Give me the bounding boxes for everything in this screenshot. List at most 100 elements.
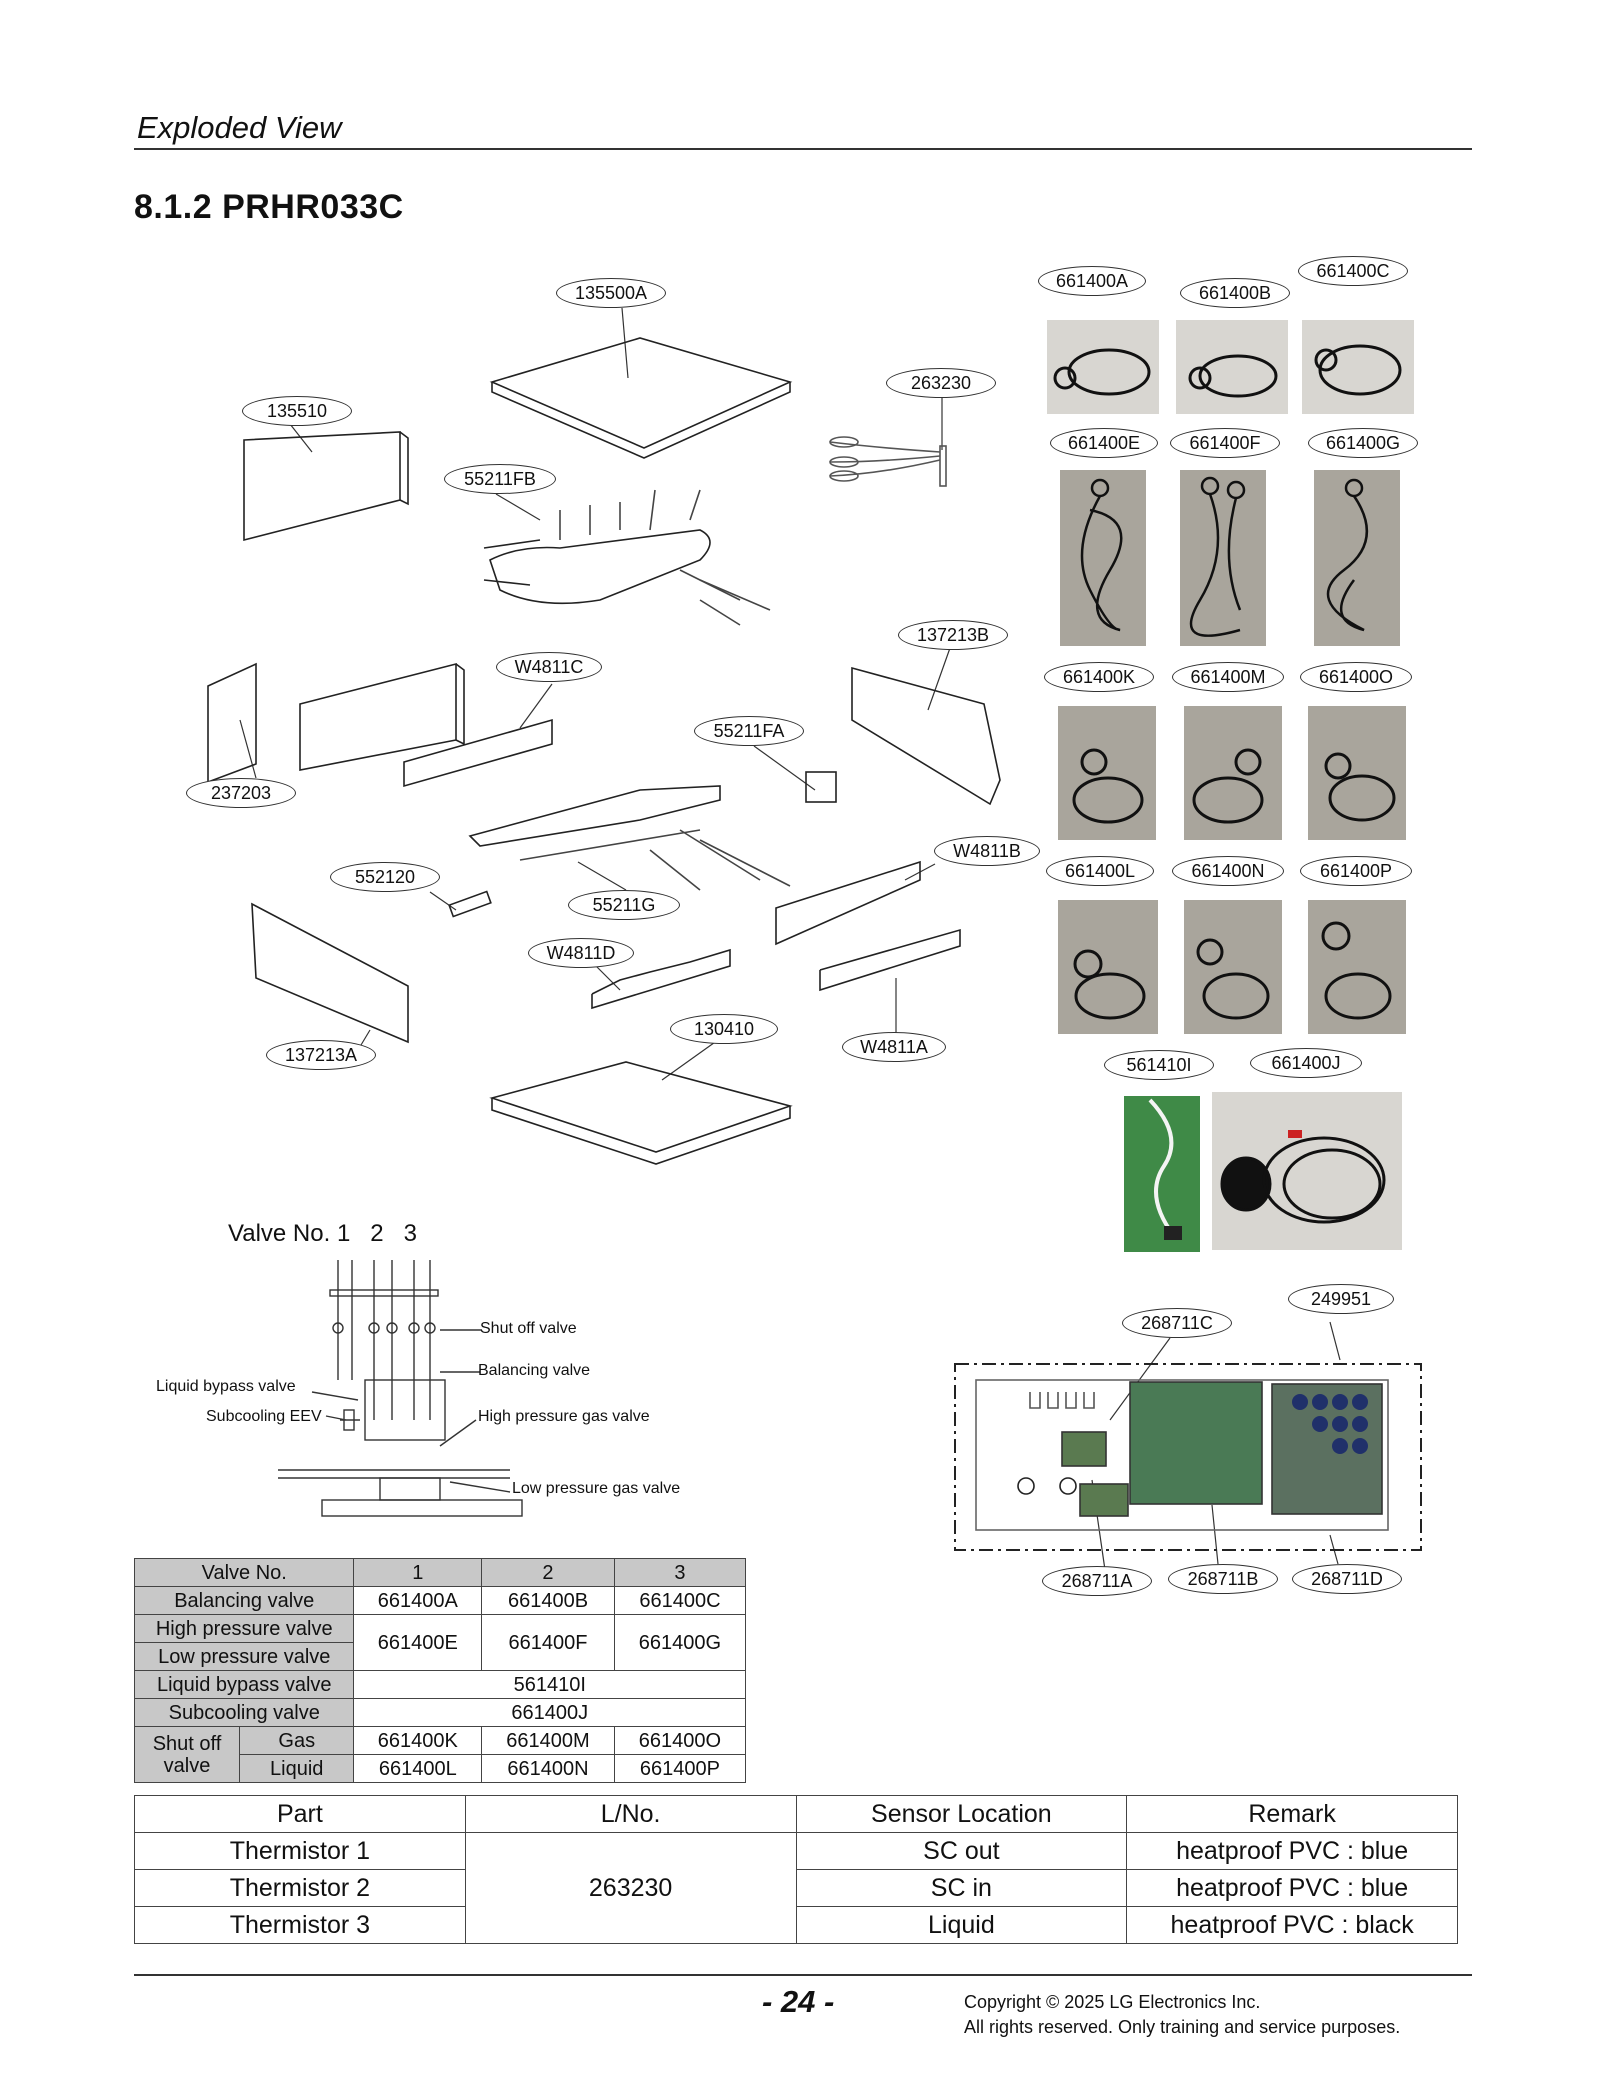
part-label-661400j: 661400J [1250,1048,1362,1078]
thermistor-sensor-table: Part L/No. Sensor Location Remark Thermi… [134,1795,1458,1944]
part-label-661400p: 661400P [1300,856,1412,886]
liquid-bypass-valve-label: Liquid bypass valve [156,1378,296,1395]
part-label-w4811a: W4811A [842,1032,946,1062]
part-label-55211fa: 55211FA [694,716,804,746]
part-label-137213b: 137213B [898,620,1008,650]
part-label-661400f: 661400F [1170,428,1280,458]
part-label-268711a: 268711A [1042,1566,1152,1596]
subcooling-eev-label: Subcooling EEV [206,1408,322,1425]
part-label-55211fb: 55211FB [444,464,556,494]
table-cell: 661400J [353,1698,746,1727]
table-cell: 661400G [613,1614,747,1671]
table-cell: SC in [795,1869,1128,1907]
table-cell: heatproof PVC : blue [1126,1869,1458,1907]
part-label-249951: 249951 [1288,1284,1394,1314]
sensor-cable-photo-661400j [1212,1092,1402,1250]
sensor-cable-photo-661400f [1180,470,1266,646]
sensor-cable-photo-661400k [1058,706,1156,840]
row-label: Low pressure valve [133,1642,355,1671]
table-cell: 661400A [353,1586,483,1615]
table-cell: 561410I [353,1670,746,1699]
sensor-cable-photo-661400m [1184,706,1282,840]
table-cell: 661400M [481,1726,615,1755]
low-pressure-gas-valve-label: Low pressure gas valve [512,1480,681,1497]
table-cell: 661400E [353,1614,483,1671]
row-label: Liquid [238,1754,355,1783]
page-number: - 24 - [762,1984,835,2019]
row-label: High pressure valve [133,1614,355,1643]
table-cell: Thermistor 1 [134,1832,466,1870]
part-label-268711c: 268711C [1122,1308,1232,1338]
table-header-cell: 1 [353,1558,483,1587]
shut-off-valve-label: Shut off valve [480,1320,577,1337]
table-cell: SC out [795,1832,1128,1870]
sensor-cable-photo-661400e [1060,470,1146,646]
table-cell: Thermistor 3 [134,1906,466,1944]
part-label-w4811b: W4811B [934,836,1040,866]
part-label-661400b: 661400B [1180,278,1290,308]
part-label-w4811d: W4811D [528,938,634,968]
part-label-135500a: 135500A [556,278,666,308]
sensor-cable-photo-661400c [1302,320,1414,414]
copyright: Copyright © 2025 LG Electronics Inc. All… [964,1990,1400,2040]
part-label-661400l: 661400L [1046,856,1154,886]
table-cell: heatproof PVC : black [1126,1906,1458,1944]
row-label: Subcooling valve [133,1698,355,1727]
row-label: Gas [238,1726,355,1755]
part-label-661400a: 661400A [1038,266,1146,296]
table-cell: 661400B [481,1586,615,1615]
table-cell: Thermistor 2 [134,1869,466,1907]
part-label-561410i: 561410I [1104,1050,1214,1080]
part-label-661400o: 661400O [1300,662,1412,692]
table-header-cell: Part [134,1795,466,1833]
table-row: Thermistor 3 Liquid heatproof PVC : blac… [134,1906,1458,1944]
shut-off-label-line1: Shut off [152,1732,222,1755]
sensor-cable-photo-661400p [1308,900,1406,1034]
sensor-cable-photo-561410i [1124,1096,1200,1252]
model-title: 8.1.2 PRHR033C [134,188,404,226]
table-cell: 661400F [481,1614,615,1671]
part-label-661400e: 661400E [1050,428,1158,458]
part-label-661400k: 661400K [1044,662,1154,692]
valve-number-heading: Valve No. 1 2 3 [228,1220,417,1247]
copyright-line-1: Copyright © 2025 LG Electronics Inc. [964,1992,1261,2012]
part-label-661400c: 661400C [1298,256,1408,286]
table-cell: 661400L [353,1754,483,1783]
table-header-cell: 2 [481,1558,615,1587]
table-cell: 661400P [613,1754,747,1783]
copyright-line-2: All rights reserved. Only training and s… [964,2017,1401,2038]
shut-off-label-line2: valve [163,1754,211,1777]
part-label-55211g: 55211G [568,890,680,920]
table-cell: heatproof PVC : blue [1126,1832,1458,1870]
table-header-cell: L/No. [464,1795,797,1833]
sensor-cable-photo-661400a [1047,320,1159,414]
table-cell: 661400K [353,1726,483,1755]
section-title: Exploded View [137,110,342,145]
part-label-130410: 130410 [670,1014,778,1044]
sensor-cable-photo-661400o [1308,706,1406,840]
row-label: Balancing valve [133,1586,355,1615]
table-header-cell: Valve No. [133,1558,355,1587]
table-header-cell: Sensor Location [795,1795,1128,1833]
part-label-135510: 135510 [242,396,352,426]
footer-rule [134,1974,1472,1976]
balancing-valve-label: Balancing valve [478,1362,591,1379]
table-row: Thermistor 1 263230 SC out heatproof PVC… [134,1832,1458,1944]
row-label: Liquid bypass valve [133,1670,355,1699]
part-label-w4811c: W4811C [496,652,602,682]
valve-parts-table: Valve No. 1 2 3 Balancing valve 661400A … [133,1558,747,1783]
sensor-cable-photo-661400g [1314,470,1400,646]
table-header-cell: 3 [613,1558,747,1587]
header-rule [134,148,1472,150]
part-label-661400g: 661400G [1308,428,1418,458]
part-label-268711b: 268711B [1168,1564,1278,1594]
table-row: Thermistor 2 SC in heatproof PVC : blue [134,1869,1458,1907]
part-label-137213a: 137213A [266,1040,376,1070]
sensor-cable-photo-661400l [1058,900,1158,1034]
part-label-661400m: 661400M [1172,662,1284,692]
part-label-237203: 237203 [186,778,296,808]
table-cell: Liquid [795,1906,1128,1944]
part-label-263230: 263230 [886,368,996,398]
high-pressure-gas-valve-label: High pressure gas valve [478,1408,650,1425]
